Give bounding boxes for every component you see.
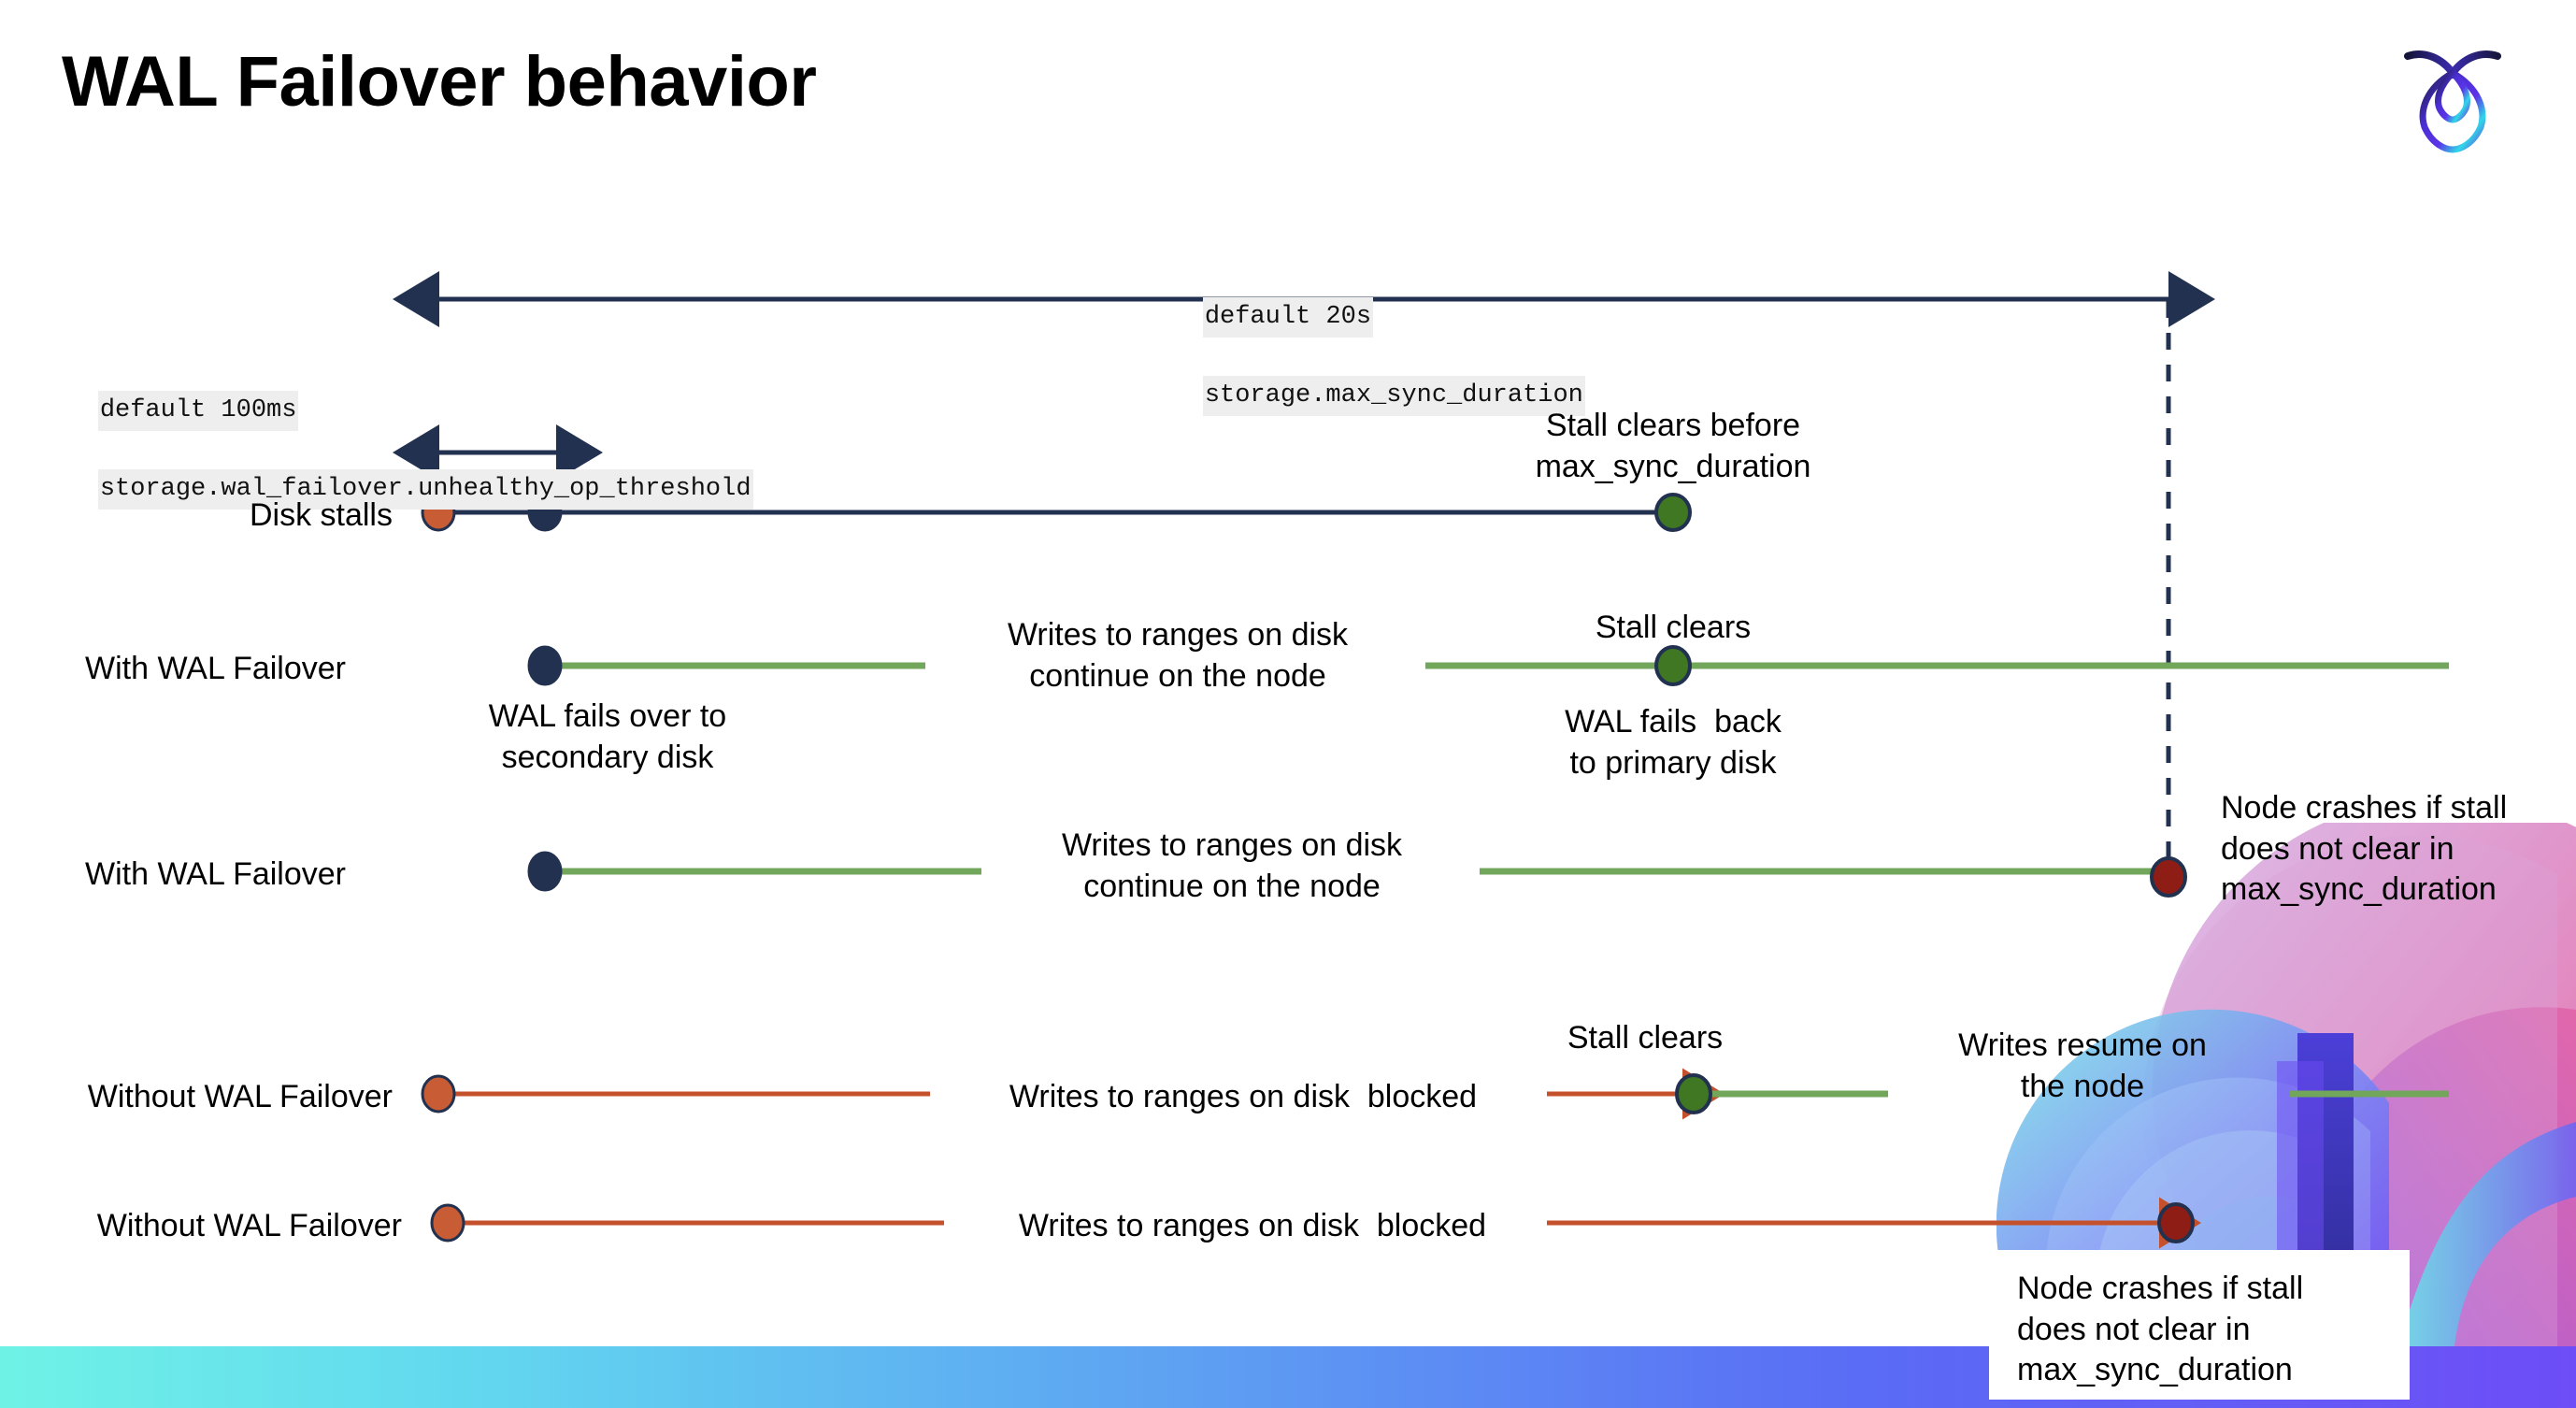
row-with-wal-failover-2-timeline: [527, 851, 2187, 898]
unhealthy-op-default-label: default 100ms: [97, 391, 299, 432]
row-label-with-wal-failover-1: With WAL Failover: [85, 651, 346, 686]
stall-clears-dot: [1654, 645, 1692, 686]
stall-clears-dot: [1654, 493, 1692, 532]
max-sync-duration-annotation: default 20s storage.max_sync_duration: [1142, 259, 1585, 454]
stall-clears-dot: [1675, 1073, 1712, 1114]
node-crash-dot: [2150, 856, 2187, 898]
row-label-disk-stalls: Disk stalls: [249, 497, 393, 533]
note-writes-resume: Writes resume on the node: [1958, 1027, 2207, 1104]
note-node-crashes-2: Node crashes if stall does not clear in …: [2017, 1271, 2304, 1388]
stall-start-dot: [430, 1203, 465, 1243]
note-writes-continue-2: Writes to ranges on disk continue on the…: [1061, 827, 1403, 904]
row-without-wal-failover-1-timeline: [421, 1068, 2449, 1120]
note-stall-clears-2: Stall clears: [1567, 1020, 1724, 1056]
note-writes-blocked-1: Writes to ranges on disk blocked: [1009, 1079, 1478, 1114]
node-crash-dot: [2157, 1202, 2195, 1243]
wal-failover-start-dot: [527, 645, 563, 686]
note-node-crashes-1: Node crashes if stall does not clear in …: [2221, 790, 2508, 908]
row-label-without-wal-failover-1: Without WAL Failover: [87, 1079, 393, 1114]
wal-failover-start-dot: [527, 851, 563, 892]
stall-start-dot: [421, 1074, 456, 1113]
note-wal-fails-back: WAL fails back to primary disk: [1565, 704, 1782, 781]
row-label-with-wal-failover-2: With WAL Failover: [85, 856, 346, 892]
note-wal-fails-over: WAL fails over to secondary disk: [488, 698, 727, 775]
note-writes-continue-1: Writes to ranges on disk continue on the…: [1007, 617, 1349, 694]
cockroachdb-logo-icon: [2400, 30, 2505, 153]
unhealthy-op-threshold-annotation: default 100ms storage.wal_failover.unhea…: [37, 352, 753, 548]
note-writes-blocked-2: Writes to ranges on disk blocked: [1018, 1208, 1487, 1243]
max-sync-setting-label: storage.max_sync_duration: [1202, 376, 1585, 417]
row-label-without-wal-failover-2: Without WAL Failover: [96, 1208, 402, 1243]
unhealthy-op-setting-label: storage.wal_failover.unhealthy_op_thresh…: [97, 469, 753, 510]
max-sync-default-label: default 20s: [1202, 297, 1374, 338]
row-without-wal-failover-2-timeline: [430, 1197, 2201, 1249]
row-with-wal-failover-1-timeline: [527, 645, 2449, 686]
page-title: WAL Failover behavior: [62, 42, 817, 122]
note-stall-clears-1: Stall clears: [1595, 610, 1752, 645]
node-crash-callout-box: [1989, 1250, 2410, 1400]
note-stall-clears-before-max-sync: Stall clears before max_sync_duration: [1535, 408, 1811, 484]
